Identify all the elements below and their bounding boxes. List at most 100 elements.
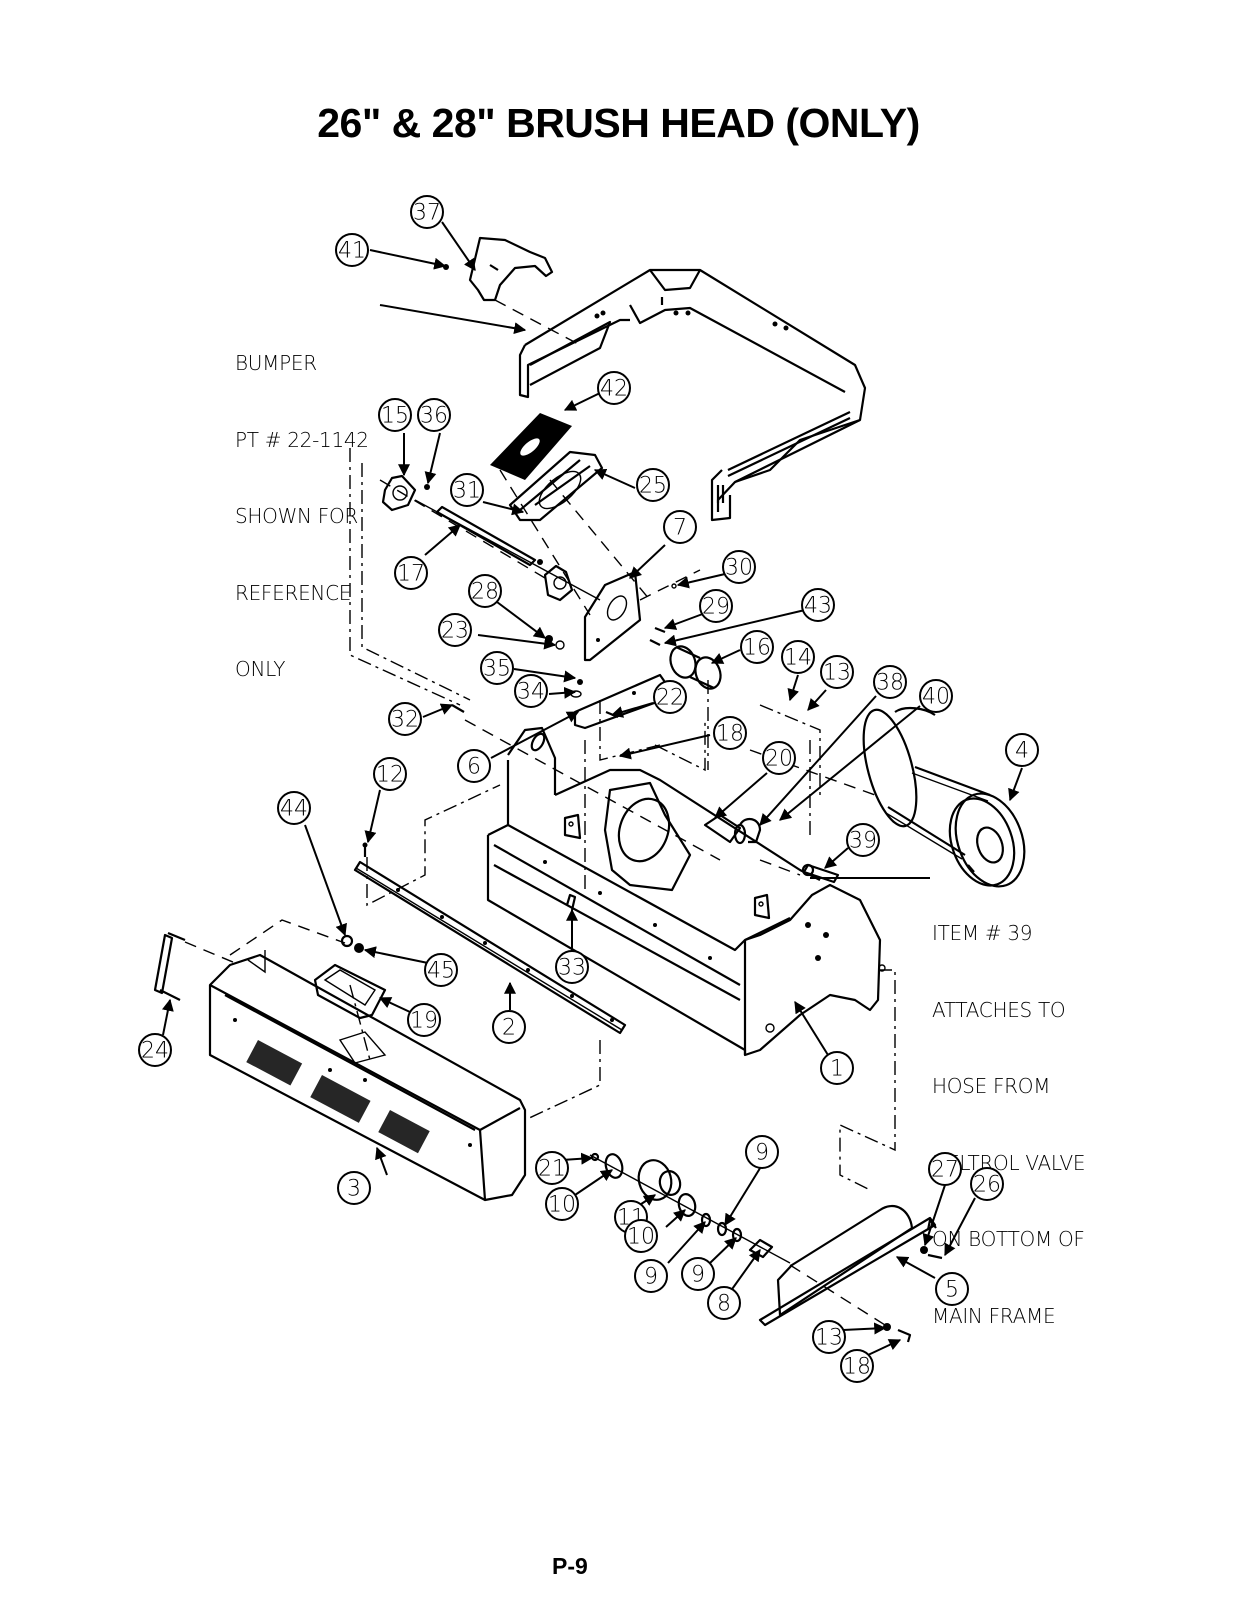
bearing-part-15 xyxy=(381,474,430,512)
callout-label: 36 xyxy=(420,404,448,429)
note-line: ATTACHES TO xyxy=(932,997,1066,1022)
note-line: ITEM # 39 xyxy=(932,921,1033,945)
callout-circle xyxy=(597,371,631,405)
callout-label: 27 xyxy=(931,1158,959,1183)
callout-13: 13 xyxy=(820,655,854,689)
callout-10: 10 xyxy=(545,1187,579,1221)
bumper-reference-note: BUMPER PT # 22-1142 SHOWN FOR REFERENCE … xyxy=(235,300,369,708)
callout-label: 39 xyxy=(849,829,877,854)
callout-39: 39 xyxy=(846,823,880,857)
callout-3: 3 xyxy=(337,1171,371,1205)
callout-label: 44 xyxy=(280,797,308,822)
callout-circle xyxy=(713,716,747,750)
callout-circle xyxy=(873,665,907,699)
callout-42: 42 xyxy=(597,371,631,405)
callout-circle xyxy=(624,1219,658,1253)
callout-label: 8 xyxy=(717,1292,731,1317)
callout-circle xyxy=(138,1033,172,1067)
callout-21: 21 xyxy=(535,1151,569,1185)
callout-label: 23 xyxy=(441,619,469,644)
callout-circle xyxy=(480,651,514,685)
callout-circle xyxy=(407,1003,441,1037)
callout-label: 10 xyxy=(548,1193,576,1218)
callout-19: 19 xyxy=(407,1003,441,1037)
callout-circle xyxy=(277,791,311,825)
bolt-part-33 xyxy=(565,893,577,911)
callout-label: 7 xyxy=(673,516,687,541)
callout-label: 18 xyxy=(843,1355,871,1380)
callout-25: 25 xyxy=(636,468,670,502)
callout-33: 33 xyxy=(555,950,589,984)
callout-29: 29 xyxy=(699,589,733,623)
nuts-part-44-45 xyxy=(340,934,364,953)
callout-36: 36 xyxy=(417,398,451,432)
callout-circle xyxy=(378,398,412,432)
gasket-part-42 xyxy=(490,413,572,480)
callout-label: 18 xyxy=(716,722,744,747)
callout-label: 25 xyxy=(639,474,667,499)
callout-label: 42 xyxy=(600,377,628,402)
callout-label: 13 xyxy=(823,661,851,686)
callout-label: 45 xyxy=(427,959,455,984)
mount-plate-part-7 xyxy=(583,570,642,662)
callout-circle xyxy=(424,953,458,987)
page-number: P-9 xyxy=(552,1553,588,1579)
arm-part-6 xyxy=(573,673,669,730)
callout-4: 4 xyxy=(1005,733,1039,767)
callout-label: 15 xyxy=(381,404,409,429)
callout-label: 26 xyxy=(973,1173,1001,1198)
callout-circle xyxy=(820,1051,854,1085)
note-line: HOSE FROM xyxy=(932,1074,1051,1098)
coupler-part-16 xyxy=(669,645,722,690)
callout-8: 8 xyxy=(707,1286,741,1320)
note-line: REFERENCE xyxy=(235,580,352,605)
note-line: BUMPER xyxy=(235,351,317,375)
motor-mount-part-25 xyxy=(508,450,604,522)
callout-label: 35 xyxy=(483,657,511,682)
callout-2: 2 xyxy=(492,1010,526,1044)
callout-circle xyxy=(840,1349,874,1383)
callout-circle xyxy=(846,823,880,857)
callout-30: 30 xyxy=(722,550,756,584)
callout-circle xyxy=(545,1187,579,1221)
callout-label: 43 xyxy=(804,594,832,619)
callout-9: 9 xyxy=(634,1259,668,1293)
callout-circle xyxy=(417,398,451,432)
drive-hardware xyxy=(589,1152,791,1264)
callout-circle xyxy=(699,589,733,623)
bearing-second xyxy=(537,559,574,602)
callout-circle xyxy=(535,1151,569,1185)
cross-bar-part-2 xyxy=(353,860,627,1035)
callout-13: 13 xyxy=(812,1320,846,1354)
callout-label: 16 xyxy=(743,636,771,661)
callout-circle xyxy=(492,1010,526,1044)
callout-circle xyxy=(745,1135,779,1169)
callout-23: 23 xyxy=(438,613,472,647)
callout-16: 16 xyxy=(740,630,774,664)
callout-17: 17 xyxy=(394,556,428,590)
callout-circle xyxy=(514,674,548,708)
brush-roller-part-4 xyxy=(862,706,1026,888)
note-line: SHOWN FOR xyxy=(235,504,359,528)
callout-15: 15 xyxy=(378,398,412,432)
callout-circle xyxy=(555,950,589,984)
callout-label: 3 xyxy=(347,1177,361,1202)
callout-45: 45 xyxy=(424,953,458,987)
callout-22: 22 xyxy=(653,680,687,714)
callout-label: 19 xyxy=(410,1009,438,1034)
callout-circle xyxy=(410,195,444,229)
latch-rod-part-24 xyxy=(153,931,186,1001)
callout-circle xyxy=(388,702,422,736)
callout-44: 44 xyxy=(277,791,311,825)
leader-lines xyxy=(161,221,1023,1356)
callout-label: 21 xyxy=(538,1157,566,1182)
callout-label: 12 xyxy=(376,763,404,788)
callout-circle xyxy=(636,468,670,502)
callout-1: 1 xyxy=(820,1051,854,1085)
callout-label: 24 xyxy=(141,1039,169,1064)
callout-28: 28 xyxy=(468,574,502,608)
callout-circle xyxy=(438,613,472,647)
callout-label: 10 xyxy=(627,1225,655,1250)
